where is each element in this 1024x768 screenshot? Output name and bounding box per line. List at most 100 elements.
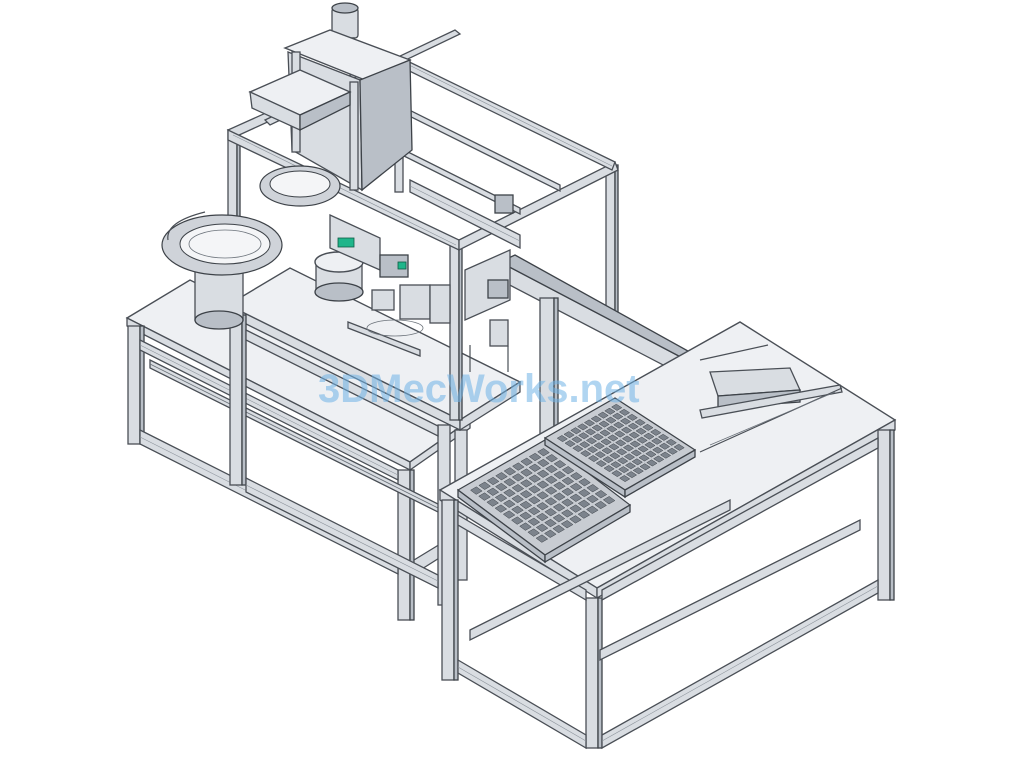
- tray-cell: [601, 447, 613, 455]
- tray-cell: [569, 482, 583, 492]
- tray-cell: [561, 498, 574, 507]
- tray-cell: [586, 446, 599, 454]
- tray-cell: [618, 408, 631, 416]
- tray-cell: [536, 512, 549, 522]
- tray-cell: [536, 480, 550, 489]
- tray-cell: [593, 442, 605, 450]
- tray-cell: [613, 421, 625, 429]
- tray-cell: [638, 454, 650, 462]
- tray-cell: [552, 524, 565, 534]
- tray-cell: [578, 478, 591, 487]
- tray-cell: [561, 509, 574, 518]
- tray-cell: [503, 499, 516, 508]
- tray-cell: [494, 504, 508, 513]
- tray-cell: [591, 424, 603, 432]
- tray-cell: [665, 438, 677, 446]
- tray-cell: [528, 496, 541, 505]
- tray-cell: [553, 481, 566, 490]
- tray-cell: [619, 475, 631, 482]
- tray-cell: [495, 482, 508, 492]
- tray-cell: [580, 450, 592, 457]
- tray-cell: [503, 488, 516, 498]
- tray-cell: [528, 463, 542, 472]
- tray-cell: [544, 529, 557, 538]
- tray-cell: [577, 499, 591, 508]
- tray-cell: [478, 492, 491, 501]
- tray-cell: [570, 427, 582, 435]
- tray-cell: [519, 500, 533, 510]
- tray-cell: [610, 461, 622, 469]
- tray-cell: [666, 447, 678, 455]
- tray-right-cells: [556, 403, 685, 482]
- tray-cell: [528, 485, 541, 494]
- tray-cell: [615, 439, 627, 447]
- tray-cell: [630, 449, 642, 457]
- tray-cell: [544, 497, 558, 506]
- tray-cell: [572, 445, 584, 452]
- tray-cell: [561, 466, 575, 475]
- tray-cell: [511, 473, 525, 482]
- tray-cell: [611, 470, 623, 477]
- tray-cell: [634, 418, 646, 426]
- tray-cell: [527, 506, 541, 516]
- tray-cell: [599, 429, 611, 437]
- tray-cell: [553, 470, 566, 480]
- tray-cell: [569, 493, 583, 502]
- tray-cell: [570, 472, 583, 481]
- tray-cell: [545, 454, 558, 463]
- tray-cell: [636, 436, 648, 444]
- tray-cell: [502, 510, 516, 519]
- tray-cell: [585, 437, 598, 445]
- tray-cell: [535, 523, 549, 532]
- tray-cell: [603, 465, 615, 472]
- tray-cell: [578, 432, 590, 440]
- tray-cell: [586, 494, 599, 504]
- tray-cell: [614, 430, 626, 438]
- tray-cell: [607, 434, 619, 442]
- tray-cell: [569, 515, 582, 524]
- tray-cell: [511, 484, 525, 493]
- tray-cell: [486, 476, 500, 486]
- tray-cell: [595, 460, 607, 467]
- tray-cell: [560, 520, 574, 529]
- linear-module: [699, 344, 843, 453]
- tray-cell: [657, 433, 670, 441]
- tray-cell: [528, 452, 542, 462]
- tray-cell: [637, 445, 649, 453]
- tray-cell: [632, 467, 644, 475]
- tray-cell: [511, 505, 524, 514]
- tray-cell: [605, 416, 617, 424]
- tray-cell: [583, 419, 596, 427]
- tray-cell: [519, 490, 533, 499]
- tray-cell: [643, 432, 655, 440]
- watermark-text: 3DMecWorks.net: [318, 367, 640, 411]
- tray-cell: [587, 455, 600, 462]
- tray-cell: [586, 484, 599, 493]
- tray-left: [456, 439, 632, 564]
- tray-cell: [556, 435, 568, 442]
- tray-cell: [590, 415, 602, 423]
- vibratory-bowl-feeder-small: [314, 251, 364, 302]
- tray-cell: [494, 493, 508, 502]
- tray-cell: [579, 441, 591, 449]
- tray-cell: [602, 456, 614, 464]
- tray-cell: [519, 522, 532, 531]
- tray-cell: [608, 443, 620, 451]
- tray-cell: [600, 438, 612, 446]
- tray-cell: [646, 459, 658, 467]
- tray-cell: [594, 451, 606, 459]
- assembly-station: [329, 213, 451, 357]
- tray-cell: [544, 486, 558, 495]
- left-workbench: [125, 279, 472, 621]
- hopper-with-motor: [248, 2, 413, 207]
- tray-cell: [520, 479, 533, 488]
- tray-cell: [486, 498, 499, 507]
- tray-cell: [503, 478, 516, 487]
- tray-cell: [470, 486, 483, 495]
- tray-cell: [621, 435, 634, 443]
- tray-cell: [544, 518, 557, 528]
- tray-cell: [545, 464, 558, 474]
- tray-cell: [535, 534, 549, 543]
- tray-cell: [627, 422, 639, 430]
